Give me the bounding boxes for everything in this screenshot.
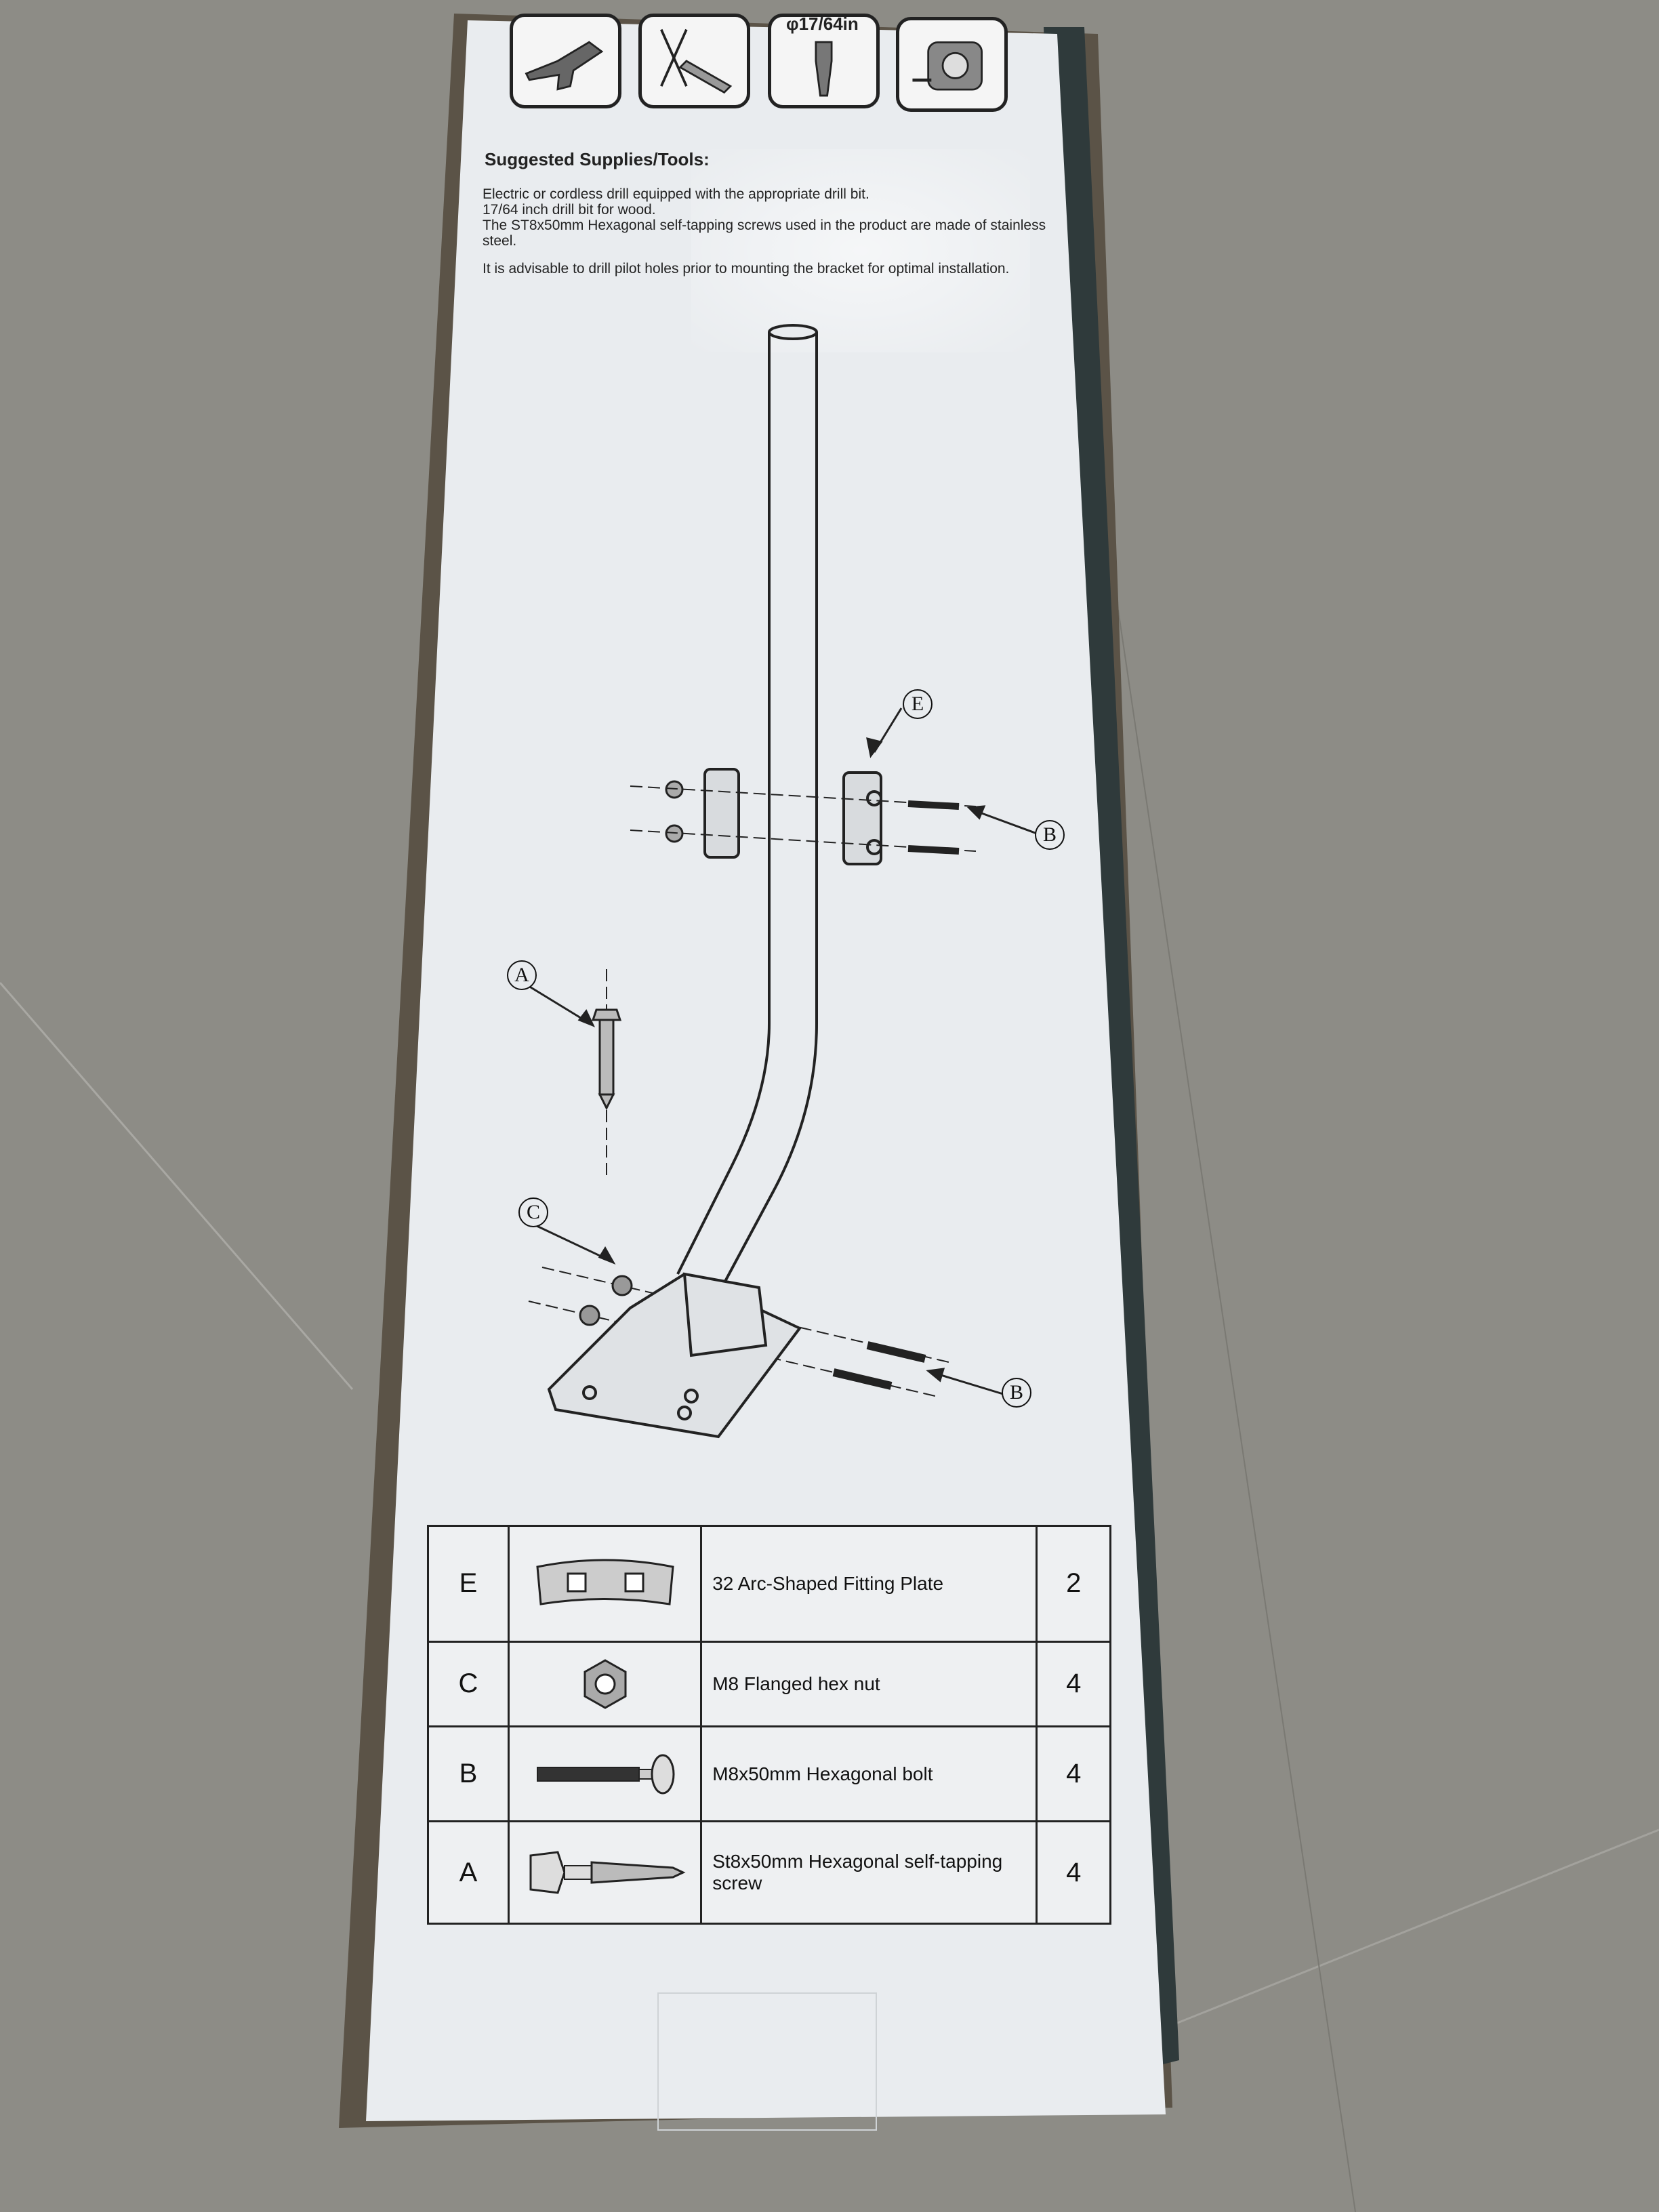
supplies-title: Suggested Supplies/Tools: (485, 149, 710, 169)
part-description: 32 Arc-Shaped Fitting Plate (700, 1525, 1038, 1643)
part-letter: E (427, 1525, 510, 1643)
table-row: E 32 Arc-Shaped Fitting Plate 2 (427, 1525, 1111, 1643)
supplies-text: Electric or cordless drill equipped with… (483, 186, 1065, 289)
arc-plate-right (842, 771, 882, 865)
arc-plate-left (703, 768, 740, 859)
top-bolts (907, 800, 960, 855)
callout-a: A (507, 960, 537, 990)
box-flap-crease (657, 1992, 877, 2131)
arc-plate-icon (507, 1525, 703, 1643)
table-row: C M8 Flanged hex nut 4 (427, 1640, 1111, 1728)
callout-b-bottom: B (1002, 1378, 1031, 1408)
tape-measure-icon (896, 17, 1008, 112)
supplies-line-2: 17/64 inch drill bit for wood. (483, 202, 656, 218)
top-nuts (665, 780, 684, 843)
part-letter: C (427, 1640, 510, 1728)
drill-size-label: φ17/64in (786, 14, 859, 34)
part-description: M8 Flanged hex nut (700, 1640, 1038, 1728)
screw-icon (507, 1820, 703, 1925)
plastic-glare (691, 149, 1030, 352)
part-quantity: 2 (1036, 1525, 1111, 1643)
parts-list-table: E 32 Arc-Shaped Fitting Plate 2 C M8 Fla… (427, 1525, 1111, 1925)
supplies-note: It is advisable to drill pilot holes pri… (483, 261, 1010, 276)
bottom-bolts (832, 1341, 926, 1390)
part-quantity: 4 (1036, 1725, 1111, 1823)
callout-b-top: B (1035, 820, 1065, 850)
hex-nut-icon (507, 1640, 703, 1728)
bolt-icon (507, 1725, 703, 1823)
table-row: A St8x50mm Hexagonal self-tapping screw … (427, 1820, 1111, 1925)
pencil-mark-icon (638, 14, 750, 108)
part-letter: B (427, 1725, 510, 1823)
self-tapping-screw (591, 1008, 622, 1111)
drill-icon (510, 14, 621, 108)
part-quantity: 4 (1036, 1820, 1111, 1925)
table-row: B M8x50mm Hexagonal bolt 4 (427, 1725, 1111, 1823)
supplies-line-3: The ST8x50mm Hexagonal self-tapping scre… (483, 218, 1046, 249)
bottom-nuts (579, 1275, 633, 1326)
mast-pipe (676, 324, 818, 1288)
part-quantity: 4 (1036, 1640, 1111, 1728)
base-plate (547, 1272, 802, 1439)
supplies-line-1: Electric or cordless drill equipped with… (483, 186, 869, 202)
part-description: M8x50mm Hexagonal bolt (700, 1725, 1038, 1823)
drill-bit-icon (768, 14, 880, 108)
callout-c: C (518, 1197, 548, 1227)
part-letter: A (427, 1820, 510, 1925)
part-description: St8x50mm Hexagonal self-tapping screw (700, 1820, 1038, 1925)
callout-e: E (903, 689, 933, 719)
